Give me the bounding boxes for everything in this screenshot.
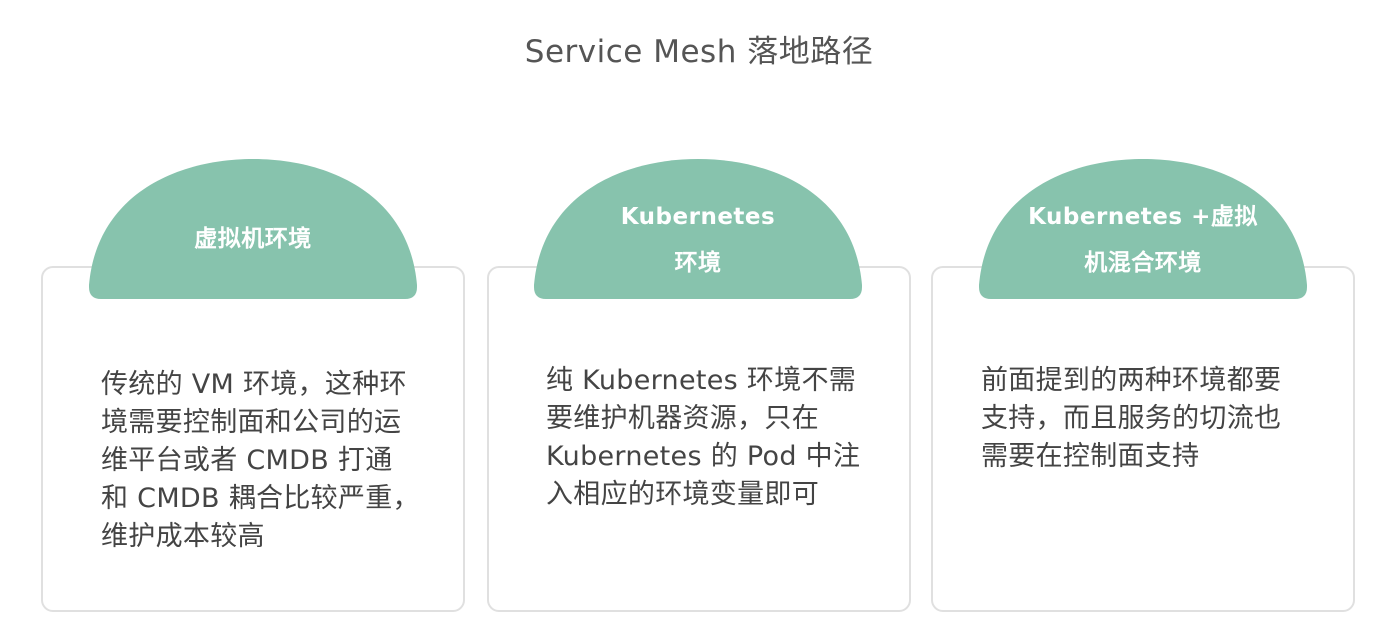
- card-kubernetes-environment-body: 纯 Kubernetes 环境不需 要维护机器资源，只在 Kubernetes …: [546, 362, 860, 514]
- body-line: 入相应的环境变量即可: [546, 479, 819, 510]
- card-kubernetes-environment-dome: [534, 159, 862, 299]
- heading-line: Kubernetes: [620, 204, 776, 230]
- card-kubernetes-environment-heading: Kubernetes 环境: [534, 194, 862, 286]
- body-line: 维平台或者 CMDB 打通: [101, 445, 393, 476]
- body-line: 需要在控制面支持: [981, 441, 1200, 472]
- card-vm-environment-heading: 虚拟机环境: [89, 216, 417, 262]
- heading-line: 虚拟机环境: [194, 226, 312, 252]
- card-vm-environment: [41, 266, 465, 612]
- diagram-title: Service Mesh 落地路径: [524, 34, 874, 70]
- card-vm-environment-body: 传统的 VM 环境，这种环 境需要控制面和公司的运 维平台或者 CMDB 打通 …: [101, 366, 420, 556]
- card-hybrid-environment-dome: [979, 159, 1307, 299]
- heading-line: 机混合环境: [1084, 250, 1202, 276]
- body-line: 支持，而且服务的切流也: [981, 403, 1282, 434]
- body-line: 维护成本较高: [101, 521, 265, 552]
- body-line: 前面提到的两种环境都要: [981, 365, 1282, 396]
- body-line: 境需要控制面和公司的运: [101, 407, 402, 438]
- body-line: Kubernetes 的 Pod 中注: [546, 441, 861, 472]
- card-hybrid-environment: [931, 266, 1355, 612]
- body-line: 传统的 VM 环境，这种环: [101, 369, 407, 400]
- card-kubernetes-environment: [487, 266, 911, 612]
- heading-line: Kubernetes +虚拟: [1028, 204, 1258, 230]
- card-hybrid-environment-heading: Kubernetes +虚拟 机混合环境: [979, 194, 1307, 286]
- body-line: 和 CMDB 耦合比较严重，: [101, 483, 420, 514]
- body-line: 要维护机器资源，只在: [546, 403, 819, 434]
- card-vm-environment-dome: [89, 159, 417, 299]
- heading-line: 环境: [674, 250, 722, 276]
- body-line: 纯 Kubernetes 环境不需: [546, 365, 857, 396]
- card-hybrid-environment-body: 前面提到的两种环境都要 支持，而且服务的切流也 需要在控制面支持: [981, 362, 1281, 476]
